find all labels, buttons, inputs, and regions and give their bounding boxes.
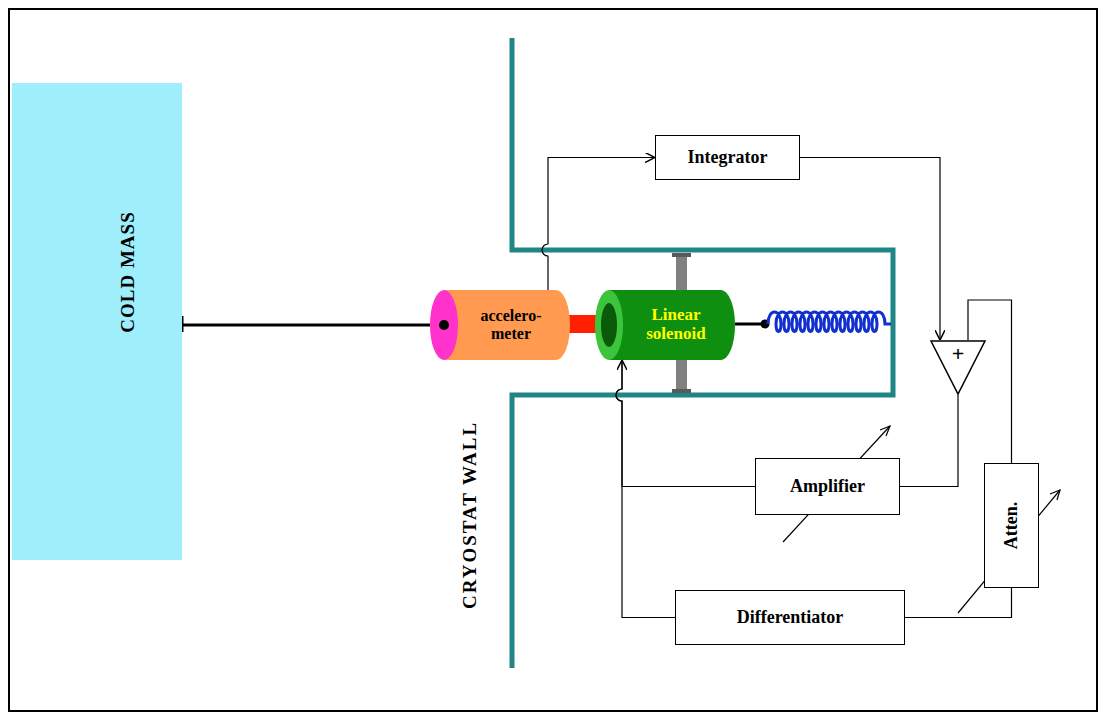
signal-wire — [968, 300, 1012, 463]
attenuator-box: Atten. — [984, 463, 1039, 588]
node-label: Differentiator — [737, 607, 844, 628]
node-label: Linear solenoid — [636, 306, 716, 343]
support-pillar — [676, 360, 687, 393]
accelerometer-cylinder: accelero- meter — [430, 290, 570, 360]
node-label: Atten. — [1001, 502, 1022, 550]
mechanical-rod — [182, 324, 430, 327]
wall-label: CRYOSTAT WALL — [459, 421, 481, 609]
node-label: Amplifier — [790, 476, 865, 497]
signal-wire — [542, 158, 655, 291]
support-cap — [672, 389, 691, 393]
frame-border — [9, 9, 1097, 711]
signal-wire — [616, 360, 675, 618]
signal-wire — [616, 360, 755, 487]
node-label: + — [952, 343, 965, 365]
node-label: accelero- meter — [471, 307, 551, 342]
solenoid-cylinder: Linear solenoid — [595, 290, 735, 360]
support-cap — [672, 253, 691, 257]
spring — [768, 312, 891, 332]
signal-wire — [905, 588, 1012, 618]
variable-arrow-head — [880, 426, 890, 436]
cryostat-wall — [512, 38, 893, 668]
summing-amplifier: + — [930, 340, 986, 395]
support-pillar — [676, 253, 687, 290]
integrator-box: Integrator — [655, 135, 800, 180]
amplifier-box: Amplifier — [755, 458, 900, 515]
node-label: COLD MASS — [117, 211, 139, 332]
node-label: Integrator — [688, 147, 768, 168]
cold-mass-block: COLD MASS — [12, 83, 182, 560]
variable-arrow-head — [1050, 490, 1060, 500]
signal-wire — [800, 158, 940, 341]
differentiator-box: Differentiator — [675, 590, 905, 645]
signal-wire — [900, 395, 958, 487]
